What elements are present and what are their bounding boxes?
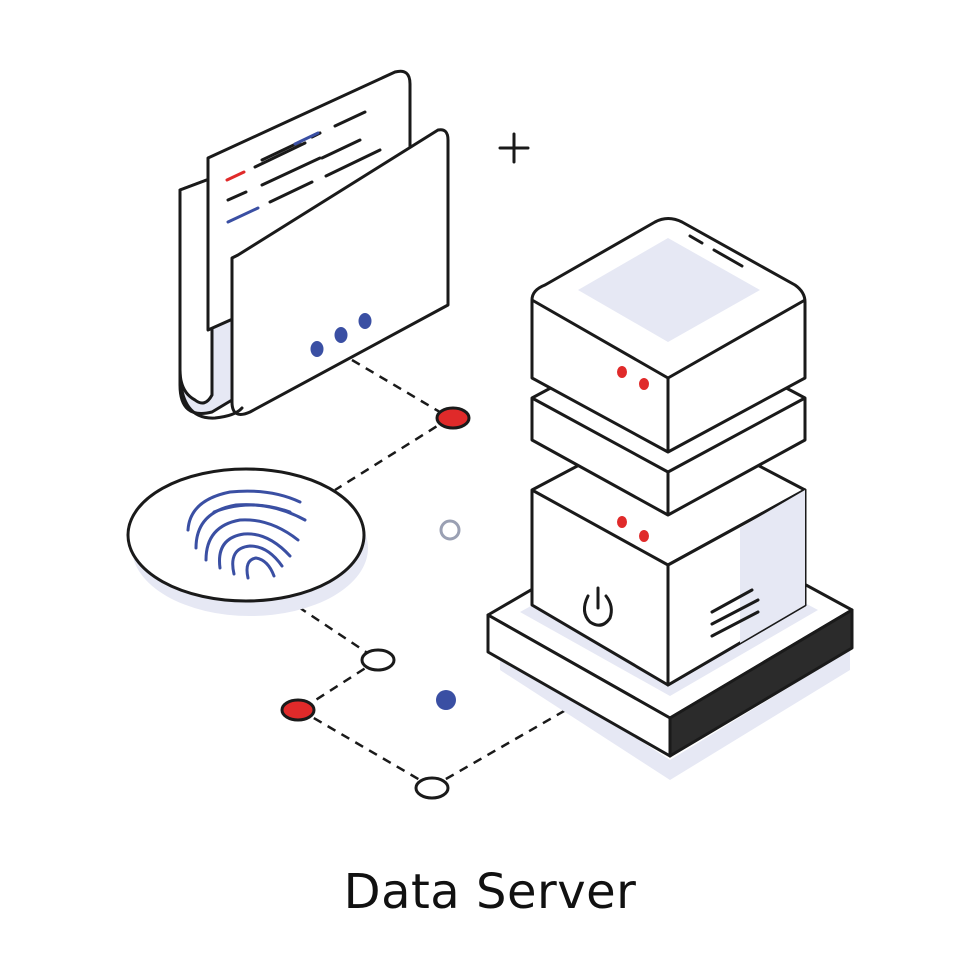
server-icon bbox=[486, 217, 854, 780]
power-icon[interactable] bbox=[583, 586, 613, 627]
folder-icon bbox=[178, 69, 450, 420]
server-highlight-dashes bbox=[688, 234, 744, 268]
server-vent-lines bbox=[710, 588, 760, 638]
server-status-lights bbox=[617, 366, 649, 542]
document-icon bbox=[225, 110, 382, 224]
fingerprint-icon bbox=[126, 467, 368, 616]
plus-icon bbox=[498, 132, 530, 164]
illustration-caption: Data Server bbox=[343, 864, 637, 920]
folder-dots bbox=[310, 313, 372, 357]
network-nodes bbox=[280, 406, 471, 800]
